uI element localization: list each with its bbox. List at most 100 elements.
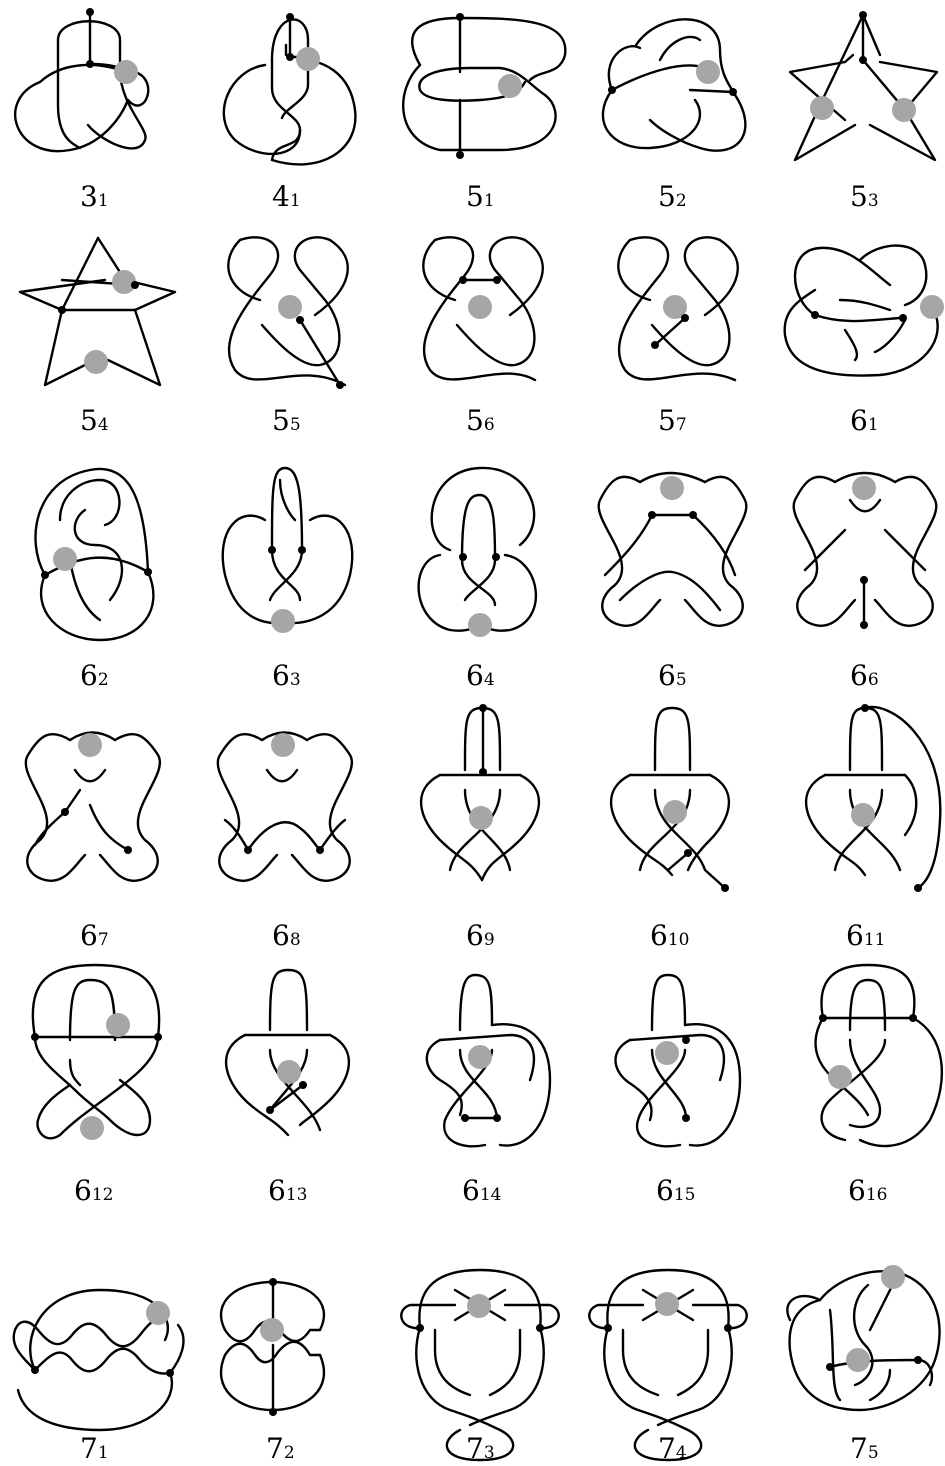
vertex-dot	[648, 511, 656, 519]
vertex-dot	[860, 576, 868, 584]
highlight-dot	[852, 476, 876, 500]
knot-5-2-diagram	[603, 19, 745, 150]
vertex-dot	[479, 704, 487, 712]
knot-6-11-diagram	[806, 704, 940, 892]
vertex-dot	[266, 1106, 274, 1114]
vertex-dot	[861, 704, 869, 712]
knot-5-4-diagram	[20, 238, 175, 385]
knot-label: 53	[850, 180, 879, 213]
vertex-dot	[269, 1278, 277, 1286]
vertex-dot	[859, 56, 867, 64]
knot-label: 613	[268, 1174, 307, 1207]
knot-label: 51	[466, 180, 495, 213]
knot-label: 72	[266, 1432, 295, 1465]
knot-6-12-diagram	[31, 965, 162, 1140]
vertex-dot	[608, 86, 616, 94]
knot-label: 610	[650, 919, 689, 952]
knot-6-8-diagram	[218, 733, 352, 881]
vertex-dot	[724, 1324, 732, 1332]
knot-label: 62	[80, 659, 109, 692]
knot-6-1-diagram	[785, 246, 944, 376]
vertex-dot	[682, 1114, 690, 1122]
knot-label: 55	[272, 404, 301, 437]
vertex-dot	[459, 276, 467, 284]
knot-5-5-diagram	[228, 237, 347, 389]
knot-label: 69	[466, 919, 495, 952]
vertex-dot	[336, 381, 344, 389]
highlight-dot	[468, 1045, 492, 1069]
knot-label: 64	[466, 659, 495, 692]
knot-label: 616	[848, 1174, 887, 1207]
knot-5-6-diagram	[423, 237, 542, 380]
knot-label: 612	[74, 1174, 113, 1207]
highlight-dot	[106, 1013, 130, 1037]
highlight-dot	[655, 1292, 679, 1316]
highlight-dot	[146, 1301, 170, 1325]
knot-label: 57	[658, 404, 687, 437]
vertex-dot	[914, 884, 922, 892]
vertex-dot	[860, 621, 868, 629]
knot-label: 63	[272, 659, 301, 692]
vertex-dot	[914, 1356, 922, 1364]
highlight-dot	[920, 295, 944, 319]
vertex-dot	[909, 1014, 917, 1022]
knot-label: 65	[658, 659, 687, 692]
vertex-dot	[811, 311, 819, 319]
highlight-dot	[663, 800, 687, 824]
highlight-dot	[696, 60, 720, 84]
vertex-dot	[819, 1014, 827, 1022]
vertex-dot	[721, 884, 729, 892]
highlight-dot	[851, 803, 875, 827]
vertex-dot	[681, 314, 689, 322]
vertex-dot	[689, 511, 697, 519]
vertex-dot	[459, 553, 467, 561]
vertex-dot	[604, 1324, 612, 1332]
vertex-dot	[299, 1081, 307, 1089]
knot-6-2-diagram	[35, 469, 153, 640]
vertex-dot	[124, 846, 132, 854]
vertex-dot	[286, 53, 294, 61]
knot-label: 41	[272, 180, 301, 213]
vertex-dot	[651, 341, 659, 349]
highlight-dot	[810, 96, 834, 120]
highlight-dot	[828, 1065, 852, 1089]
vertex-dot	[456, 151, 464, 159]
vertex-dot	[416, 1324, 424, 1332]
highlight-dot	[53, 547, 77, 571]
knot-6-13-diagram	[226, 970, 349, 1135]
knot-6-5-diagram	[599, 473, 747, 626]
highlight-dot	[260, 1318, 284, 1342]
highlight-dot	[84, 350, 108, 374]
vertex-dot	[166, 1369, 174, 1377]
vertex-dot	[493, 1114, 501, 1122]
knot-label: 611	[846, 919, 885, 952]
knot-label: 615	[656, 1174, 695, 1207]
vertex-dot	[244, 846, 252, 854]
knot-label: 68	[272, 919, 301, 952]
knot-6-15-diagram	[616, 975, 741, 1146]
highlight-dot	[892, 98, 916, 122]
highlight-dot	[468, 295, 492, 319]
highlight-dot	[114, 60, 138, 84]
vertex-dot	[31, 1033, 39, 1041]
vertex-dot	[536, 1324, 544, 1332]
highlight-dot	[655, 1041, 679, 1065]
knot-6-4-diagram	[419, 468, 536, 637]
highlight-dot	[469, 806, 493, 830]
vertex-dot	[58, 306, 66, 314]
knot-6-9-diagram	[421, 704, 539, 880]
vertex-dot	[729, 88, 737, 96]
knot-3-1-diagram	[15, 8, 148, 151]
highlight-dot	[277, 1060, 301, 1084]
highlight-dot	[271, 733, 295, 757]
vertex-dot	[296, 316, 304, 324]
knot-5-7-diagram	[618, 237, 737, 380]
knot-6-10-diagram	[611, 708, 729, 892]
highlight-dot	[271, 609, 295, 633]
highlight-dot	[467, 1294, 491, 1318]
vertex-dot	[86, 8, 94, 16]
vertex-dot	[899, 314, 907, 322]
highlight-dot	[80, 1116, 104, 1140]
knot-7-5-diagram	[787, 1265, 939, 1410]
